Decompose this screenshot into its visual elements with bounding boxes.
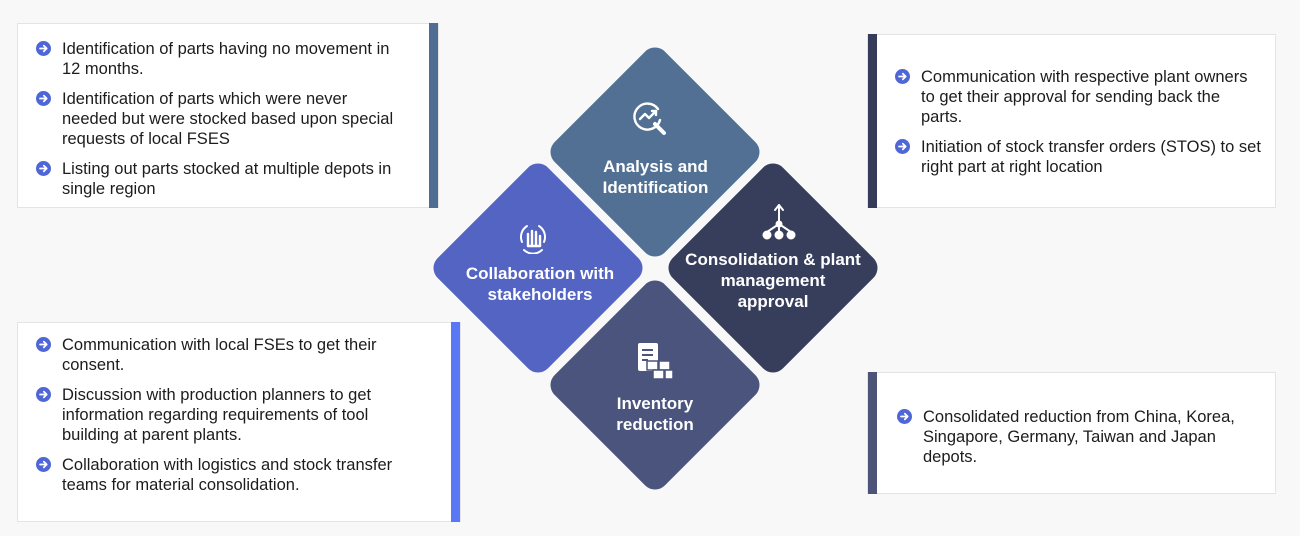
arrow-bullet-icon: [897, 409, 912, 424]
collaboration-details-list: Communication with local FSEs to get the…: [36, 335, 421, 505]
accent-bar: [451, 322, 460, 522]
list-item: Listing out parts stocked at multiple de…: [36, 159, 406, 199]
inventory-label: Inventory reduction: [616, 394, 694, 434]
inventory-boxes-icon: [634, 340, 674, 385]
arrow-bullet-icon: [36, 91, 51, 106]
list-item: Consolidated reduction from China, Korea…: [897, 407, 1237, 467]
analysis-details-box: Identification of parts having no moveme…: [17, 23, 439, 208]
analysis-magnifier-icon: [630, 98, 670, 143]
arrow-bullet-icon: [895, 139, 910, 154]
list-item: Communication with local FSEs to get the…: [36, 335, 421, 375]
analysis-details-list: Identification of parts having no moveme…: [36, 39, 406, 209]
accent-bar: [429, 23, 438, 208]
consolidation-details-list: Communication with respective plant owne…: [895, 67, 1265, 187]
list-item: Identification of parts which were never…: [36, 89, 406, 149]
list-item: Collaboration with logistics and stock t…: [36, 455, 421, 495]
arrow-bullet-icon: [36, 337, 51, 352]
collaboration-label: Collaboration with stakeholders: [465, 264, 615, 304]
inventory-details-box: Consolidated reduction from China, Korea…: [867, 372, 1276, 494]
analysis-label: Analysis and Identification: [602, 157, 709, 197]
arrow-bullet-icon: [895, 69, 910, 84]
accent-bar: [868, 34, 877, 208]
list-item: Identification of parts having no moveme…: [36, 39, 406, 79]
collaboration-details-box: Communication with local FSEs to get the…: [17, 322, 461, 522]
hierarchy-icon: [761, 202, 797, 247]
accent-bar: [868, 372, 877, 494]
arrow-bullet-icon: [36, 457, 51, 472]
consolidation-label: Consolidation & plant management approva…: [685, 250, 861, 311]
list-item: Initiation of stock transfer orders (STO…: [895, 137, 1265, 177]
list-item: Discussion with production planners to g…: [36, 385, 421, 445]
list-item: Communication with respective plant owne…: [895, 67, 1265, 127]
arrow-bullet-icon: [36, 387, 51, 402]
arrow-bullet-icon: [36, 161, 51, 176]
inventory-details-list: Consolidated reduction from China, Korea…: [897, 407, 1237, 477]
arrow-bullet-icon: [36, 41, 51, 56]
consolidation-details-box: Communication with respective plant owne…: [867, 34, 1276, 208]
handshake-icon: [518, 222, 548, 259]
